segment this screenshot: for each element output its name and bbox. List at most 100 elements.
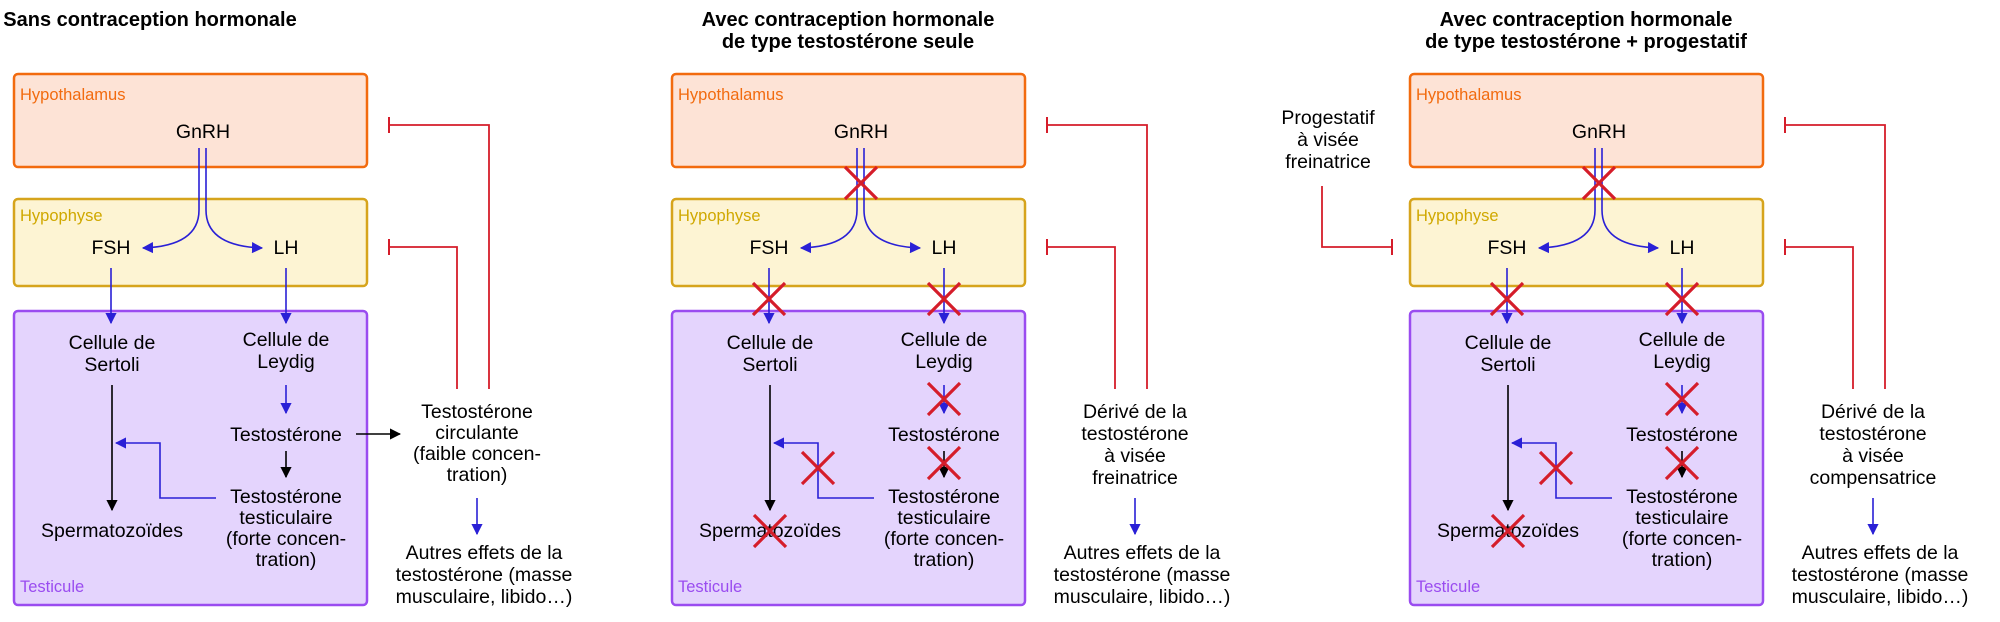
testicular-testosterone-label: tration) (1652, 549, 1713, 571)
other-effects-label: testostérone (masse (1054, 564, 1231, 586)
testis-box (1408, 309, 1765, 607)
other-effects-label: Autres effets de la (1064, 542, 1221, 564)
block-sperm-cross (1490, 513, 1526, 549)
testicular-testosterone-label: (forte concen- (884, 528, 1004, 550)
block-gnrh-cross (1581, 165, 1617, 201)
testicular-testosterone-label: testiculaire (897, 507, 990, 529)
testis-label: Testicule (678, 578, 742, 596)
block-testosterone-cross (1664, 445, 1700, 481)
pituitary-label: Hypophyse (20, 207, 103, 225)
block-fsh-cross (751, 281, 787, 317)
block-testosterone-cross (926, 445, 962, 481)
side-label: à visée (1842, 445, 1904, 467)
testicular-to-sperm-arrow (772, 437, 874, 499)
block-leydig-cross (1664, 381, 1700, 417)
testicular-testosterone-label: tration) (256, 549, 317, 571)
block-lh-cross (1664, 281, 1700, 317)
testicular-testosterone-label: Testostérone (888, 486, 1000, 508)
block-lh-cross (926, 281, 962, 317)
side-label: testostérone (1081, 423, 1188, 445)
hypothalamus-box (670, 72, 1027, 169)
gnrh-to-lh-arrow (205, 209, 264, 254)
block-leydig-cross (926, 381, 962, 417)
progestin-label: freinatrice (1285, 151, 1371, 173)
leydig-cell-label: Leydig (1653, 351, 1710, 373)
sertoli-cell-label: Sertoli (742, 354, 797, 376)
inhibition-to-pituitary (1785, 246, 1854, 389)
testis-box (12, 309, 369, 607)
block-testicular-cross (800, 450, 836, 486)
leydig-cell-label: Cellule de (1639, 329, 1726, 351)
panel-title: Avec contraception hormonale (702, 9, 995, 31)
gnrh-to-lh-arrow (1601, 209, 1660, 254)
side-label: (faible concen- (413, 443, 541, 465)
sertoli-cell-label: Sertoli (84, 354, 139, 376)
other-effects-label: testostérone (masse (396, 564, 573, 586)
testicular-testosterone-label: tration) (914, 549, 975, 571)
other-effects-label: Autres effets de la (406, 542, 563, 564)
side-label: testostérone (1819, 423, 1926, 445)
leydig-cell-label: Leydig (915, 351, 972, 373)
testosterone-label: Testostérone (888, 424, 1000, 446)
other-effects-label: Autres effets de la (1802, 542, 1959, 564)
fsh-label: FSH (1488, 237, 1527, 259)
gnrh-to-lh-arrow (863, 209, 922, 254)
inhibition-to-pituitary (389, 246, 458, 389)
testicular-testosterone-label: testiculaire (239, 507, 332, 529)
block-gnrh-cross (843, 165, 879, 201)
lh-label: LH (932, 237, 957, 259)
hypothalamus-box (1408, 72, 1765, 169)
pituitary-box (12, 197, 369, 288)
leydig-cell-label: Cellule de (243, 329, 330, 351)
testicular-testosterone-label: Testostérone (1626, 486, 1738, 508)
sertoli-cell-label: Cellule de (727, 332, 814, 354)
pituitary-box (1408, 197, 1765, 288)
leydig-cell-label: Cellule de (901, 329, 988, 351)
testis-label: Testicule (20, 578, 84, 596)
gnrh-label: GnRH (1572, 121, 1626, 143)
other-effects-label: testostérone (masse (1792, 564, 1969, 586)
block-testicular-cross (1538, 450, 1574, 486)
inhibition-to-hypothalamus (389, 124, 490, 389)
other-effects-label: musculaire, libido…) (1054, 586, 1231, 608)
sertoli-cell-label: Cellule de (69, 332, 156, 354)
testicular-testosterone-label: testiculaire (1635, 507, 1728, 529)
side-label: à visée (1104, 445, 1166, 467)
panel-title: de type testostérone + progestatif (1425, 31, 1747, 53)
spermatozoa-label: Spermatozoïdes (41, 520, 183, 542)
gnrh-to-fsh-arrow (141, 209, 200, 254)
lh-label: LH (274, 237, 299, 259)
pituitary-label: Hypophyse (1416, 207, 1499, 225)
panel-title: Avec contraception hormonale (1440, 9, 1733, 31)
leydig-cell-label: Leydig (257, 351, 314, 373)
testis-label: Testicule (1416, 578, 1480, 596)
side-label: tration) (447, 464, 508, 486)
other-effects-label: musculaire, libido…) (396, 586, 573, 608)
testicular-to-sperm-arrow (1510, 437, 1612, 499)
pituitary-label: Hypophyse (678, 207, 761, 225)
side-label: Dérivé de la (1083, 401, 1187, 423)
testicular-to-sperm-arrow (114, 437, 216, 499)
panel-title: Sans contraception hormonale (3, 9, 296, 31)
hypothalamus-label: Hypothalamus (1416, 86, 1521, 104)
block-sperm-cross (752, 513, 788, 549)
gnrh-label: GnRH (176, 121, 230, 143)
testosterone-label: Testostérone (230, 424, 342, 446)
hypothalamus-label: Hypothalamus (20, 86, 125, 104)
testicular-testosterone-label: (forte concen- (1622, 528, 1742, 550)
progestin-label: à visée (1297, 129, 1359, 151)
hypothalamus-label: Hypothalamus (678, 86, 783, 104)
other-effects-label: musculaire, libido…) (1792, 586, 1969, 608)
side-label: compensatrice (1810, 467, 1937, 489)
progestin-inhibition-line (1321, 186, 1392, 248)
inhibition-to-pituitary (1047, 246, 1116, 389)
testosterone-label: Testostérone (1626, 424, 1738, 446)
fsh-label: FSH (750, 237, 789, 259)
block-fsh-cross (1489, 281, 1525, 317)
sertoli-cell-label: Sertoli (1480, 354, 1535, 376)
side-label: freinatrice (1092, 467, 1178, 489)
lh-label: LH (1670, 237, 1695, 259)
inhibition-to-hypothalamus (1047, 124, 1148, 389)
gnrh-to-fsh-arrow (1537, 209, 1596, 254)
